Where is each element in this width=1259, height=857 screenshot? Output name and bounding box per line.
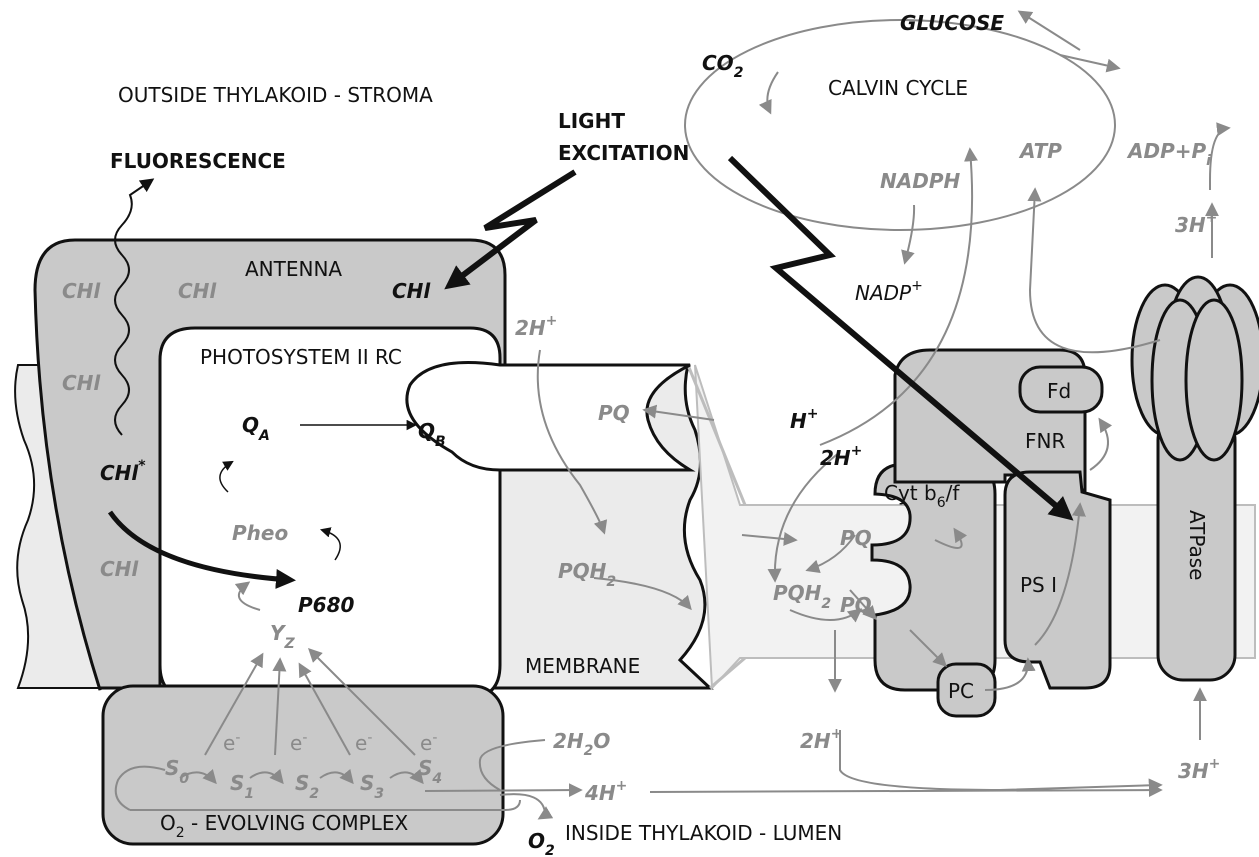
label-chl-2: CHl <box>178 279 217 303</box>
label-s1: S1 <box>230 771 254 802</box>
label-fluorescence: FLUORESCENCE <box>110 149 286 173</box>
label-stroma: OUTSIDE THYLAKOID - STROMA <box>118 83 433 107</box>
label-chl-4: CHl <box>100 557 139 581</box>
label-e4: e- <box>420 730 437 755</box>
label-pq-cyt-bot: PQ <box>840 593 872 617</box>
label-membrane: MEMBRANE <box>525 654 640 678</box>
label-psii-rc: PHOTOSYSTEM II RC <box>200 345 402 369</box>
label-calvin-cycle: CALVIN CYCLE <box>828 76 968 100</box>
label-excitation: EXCITATION <box>558 141 689 165</box>
label-qb: QB <box>418 419 446 450</box>
label-cyt: Cyt b6/f <box>884 481 960 511</box>
label-qa: QA <box>242 413 270 444</box>
label-pqh2-cyt: PQH2 <box>773 581 831 612</box>
label-p680: P680 <box>298 593 354 617</box>
label-3h-bottom: 3H+ <box>1178 756 1220 783</box>
label-pc: PC <box>948 679 974 703</box>
label-light: LIGHT <box>558 109 625 133</box>
label-s3: S3 <box>360 771 384 802</box>
cyt-b6f-complex <box>870 462 997 692</box>
label-e1: e- <box>223 730 240 755</box>
label-co2: CO2 <box>702 51 743 81</box>
oxygen-evolving-complex <box>101 684 505 846</box>
calvin-cycle-ellipse <box>684 19 1116 231</box>
label-2h-mid: 2H+ <box>820 443 862 470</box>
label-pheo: Pheo <box>232 521 288 545</box>
label-nadp: NADP+ <box>855 278 923 305</box>
label-adp-pi: ADP+Pi <box>1126 139 1211 169</box>
label-s2: S2 <box>295 771 319 802</box>
label-s4: S4 <box>418 756 442 787</box>
label-o2: O2 <box>528 829 555 857</box>
black-arrows <box>107 155 1074 589</box>
label-4h: 4H+ <box>584 778 627 805</box>
label-e3: e- <box>355 730 372 755</box>
label-yz: YZ <box>270 621 295 652</box>
label-pq-left: PQ <box>598 401 630 425</box>
label-3h-top: 3H+ <box>1175 210 1217 237</box>
label-oec: O2 - EVOLVING COMPLEX <box>160 811 408 841</box>
label-fnr: FNR <box>1025 429 1065 453</box>
label-atpase: ATPase <box>1185 510 1209 581</box>
labels: OUTSIDE THYLAKOID - STROMA INSIDE THYLAK… <box>62 11 1220 857</box>
label-atp: ATP <box>1018 139 1062 163</box>
label-pqh2-left: PQH2 <box>558 559 616 590</box>
label-ps-i: PS I <box>1020 573 1057 597</box>
label-chl-bold: CHl <box>392 279 431 303</box>
label-antenna: ANTENNA <box>245 257 342 281</box>
label-2h-left: 2H+ <box>515 313 557 340</box>
label-chl-3: CHl <box>62 371 101 395</box>
label-pq-cyt-top: PQ <box>840 526 872 550</box>
label-2h2o: 2H2O <box>553 729 610 759</box>
fd-protein <box>1018 365 1104 414</box>
label-h-plus: H+ <box>790 406 818 433</box>
gray-arrows <box>114 10 1231 820</box>
label-e2: e- <box>290 730 307 755</box>
label-chl-star: CHl* <box>100 458 146 485</box>
label-glucose: GLUCOSE <box>900 11 1004 35</box>
label-lumen: INSIDE THYLAKOID - LUMEN <box>565 821 842 845</box>
label-2h-bottom: 2H+ <box>800 726 842 753</box>
label-s0: S0 <box>165 756 189 787</box>
atpase-complex <box>1130 275 1259 682</box>
label-nadph: NADPH <box>880 169 960 193</box>
label-chl-1: CHl <box>62 279 101 303</box>
label-fd: Fd <box>1047 379 1071 403</box>
